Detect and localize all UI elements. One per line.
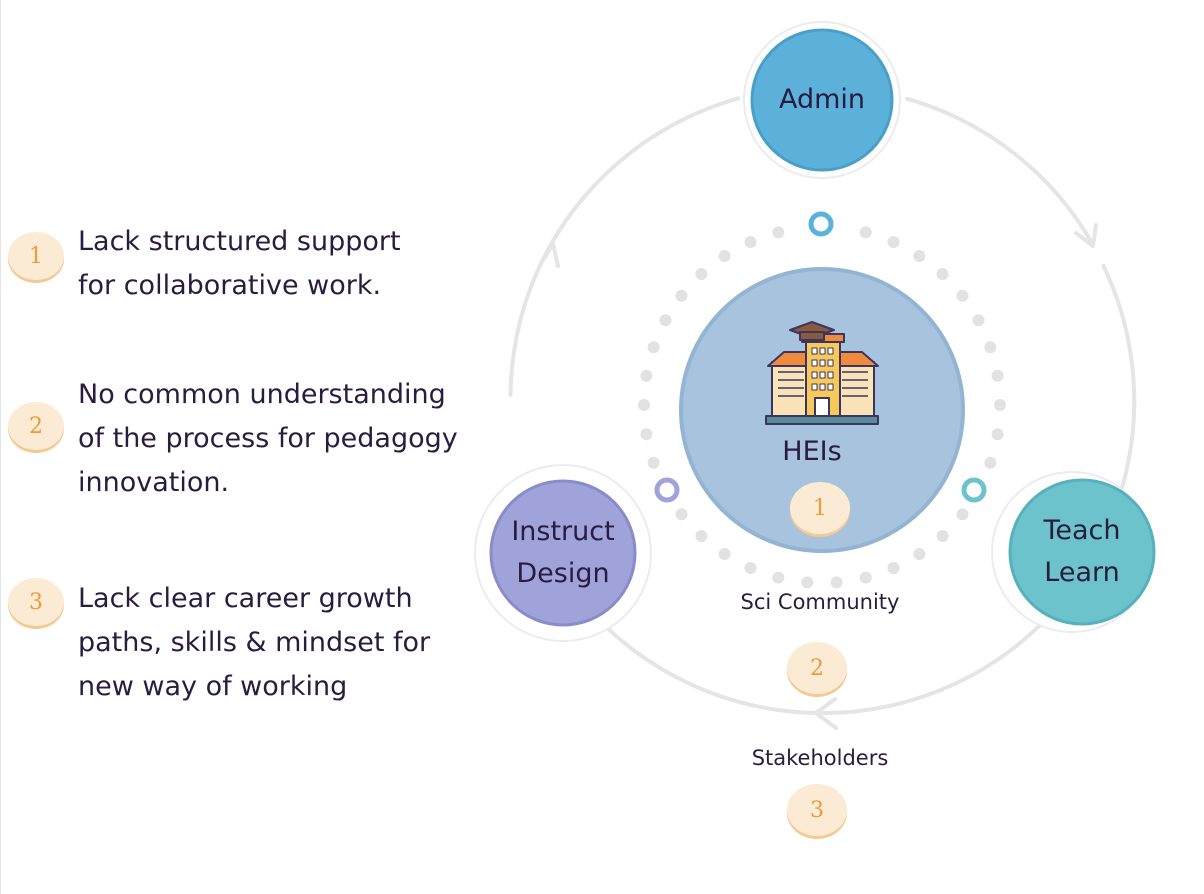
ring-dot [887, 236, 900, 248]
ring-dot [936, 530, 949, 542]
cycle-arc-stakeholders-to-instruct [595, 616, 800, 715]
university-building-icon [765, 321, 879, 425]
ring-dot [984, 341, 997, 354]
ring-dot [956, 508, 969, 521]
issue-number-badge: 3 [8, 578, 64, 626]
ring-dot [772, 571, 785, 584]
ring-dot [640, 428, 653, 441]
ring-dot [718, 548, 731, 560]
ring-marker-instruct [654, 477, 680, 503]
ring-dot [647, 456, 660, 469]
ring-dot [936, 268, 949, 280]
node-teach-learn [1008, 478, 1156, 626]
ring-dot [718, 250, 731, 262]
ring-dot [859, 226, 872, 239]
ring-dot [744, 236, 757, 248]
ring-dot [695, 530, 708, 542]
node-admin-label-wrap: Admin [752, 30, 892, 170]
ring-dot [887, 562, 900, 574]
cycle-arc-admin-to-teach [905, 96, 1094, 245]
page-left-border [0, 0, 1, 894]
dotted-ring [638, 226, 1006, 589]
ring-dot [984, 456, 997, 469]
issue-text-line: paths, skills & mindset for [78, 627, 431, 658]
ring-dot [994, 399, 1006, 411]
stakeholders-number-badge: 3 [787, 784, 847, 836]
cycle-arc-left [508, 246, 551, 397]
ring-dot [744, 562, 757, 574]
center-number-badge: 1 [790, 482, 850, 534]
node-instruct-label-wrap: Instruct Design [491, 481, 635, 625]
ring-dot [647, 341, 660, 354]
sci-community-label: Sci Community [740, 590, 900, 614]
issue-text-line: for collaborative work. [78, 270, 382, 301]
issue-text-line: No common understanding [78, 379, 446, 410]
ring-dot [659, 314, 672, 327]
issue-number-badge: 1 [8, 232, 64, 280]
ring-dot [830, 576, 843, 589]
ring-dot [991, 428, 1004, 441]
sci-community-number-badge: 2 [787, 642, 847, 694]
ring-marker-teach [961, 477, 987, 503]
arrowhead-bottom-icon [814, 697, 838, 730]
arrowhead-left-icon [539, 242, 560, 268]
center-label: HEIs [782, 436, 842, 467]
node-admin [750, 28, 894, 172]
ring-dot [638, 399, 650, 411]
ring-dot [640, 369, 653, 382]
issue-text-line: new way of working [78, 671, 348, 702]
node-admin-label: Admin [778, 84, 866, 115]
stakeholders-label: Stakeholders [751, 746, 889, 770]
ring-dot [913, 250, 926, 262]
ring-dot [801, 576, 814, 589]
issue-text-line: Lack clear career growth [78, 583, 413, 614]
ring-dot [675, 289, 688, 302]
issue-text: No common understanding of the process f… [78, 373, 458, 505]
cycle-arc-instruct-to-admin [546, 96, 741, 250]
cycle-arc-teach-to-stakeholders [795, 627, 1038, 716]
node-instruct-design [489, 479, 637, 627]
ring-dot [772, 226, 785, 239]
ring-dot [913, 548, 926, 560]
issue-text-line: Lack structured support [78, 226, 401, 257]
ring-dot [695, 268, 708, 280]
ring-dot [991, 369, 1004, 382]
ring-dot [675, 508, 688, 521]
ring-marker-admin [808, 211, 834, 237]
ring-dot [972, 314, 985, 327]
issue-text-line: innovation. [78, 467, 230, 498]
arrowhead-right-icon [1074, 223, 1098, 248]
issue-text: Lack clear career growth paths, skills &… [78, 577, 430, 709]
node-teach-learn-label: Teach Learn [1043, 515, 1121, 588]
node-teach-label-wrap: Teach Learn [1010, 480, 1154, 624]
node-instruct-design-label: Instruct Design [511, 516, 615, 589]
issue-number-badge: 2 [8, 402, 64, 450]
issue-text: Lack structured support for collaborativ… [78, 220, 401, 308]
issue-text-line: of the process for pedagogy [78, 423, 458, 454]
ring-dot [859, 571, 872, 584]
ring-dot [956, 289, 969, 302]
